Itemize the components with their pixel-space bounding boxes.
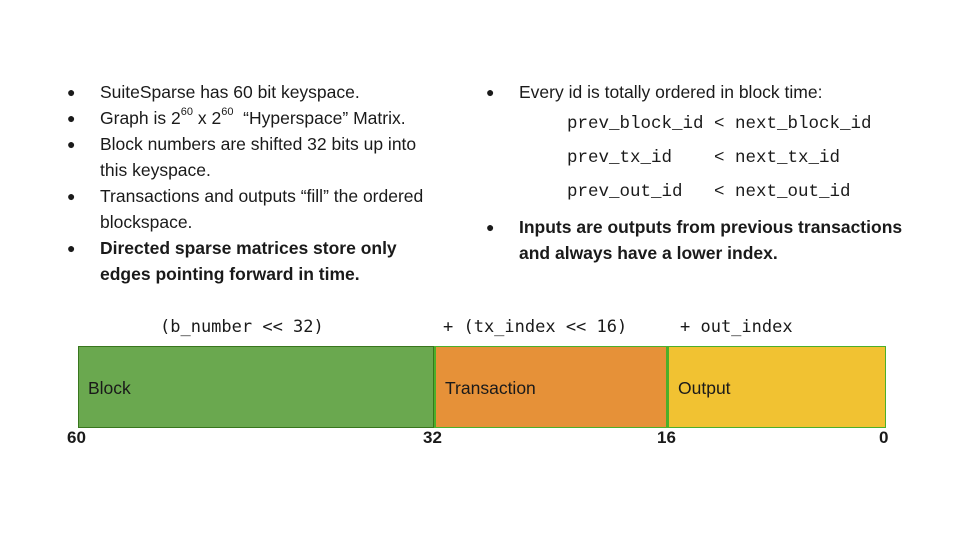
bullet-dot-icon: ●	[67, 188, 76, 204]
bullet-dot-icon: ●	[486, 84, 495, 100]
formula-out-index: + out_index	[680, 317, 793, 337]
bit-label-60: 60	[67, 428, 86, 447]
formula-tx-shift: + (tx_index << 16)	[443, 317, 628, 337]
right-bullet-list: ●Every id is totally ordered in block ti…	[486, 79, 919, 105]
segment-transaction-label: Transaction	[445, 378, 536, 398]
right-bullet-list-2: ●Inputs are outputs from previous transa…	[486, 214, 919, 266]
bit-label-32: 32	[423, 428, 442, 447]
segment-transaction: Transaction	[434, 346, 667, 428]
left-bullet-3: ●Block numbers are shifted 32 bits up in…	[67, 131, 445, 183]
right-bullet-1: ●Every id is totally ordered in block ti…	[486, 79, 919, 105]
left-bullet-1: ●SuiteSparse has 60 bit keyspace.	[67, 79, 445, 105]
code-line-tx-order: prev_tx_id < next_tx_id	[567, 148, 841, 168]
bullet-dot-icon: ●	[67, 240, 76, 256]
bullet-dot-icon: ●	[67, 110, 76, 126]
segment-block-label: Block	[88, 378, 131, 398]
bullet-dot-icon: ●	[67, 136, 76, 152]
left-bullet-4: ●Transactions and outputs “fill” the ord…	[67, 183, 445, 235]
code-line-out-order: prev_out_id < next_out_id	[567, 182, 851, 202]
segment-output-label: Output	[678, 378, 731, 398]
code-line-block-order: prev_block_id < next_block_id	[567, 114, 872, 134]
right-bullet-2: ●Inputs are outputs from previous transa…	[486, 214, 919, 266]
left-bullet-2: ●Graph is 260 x 260 “Hyperspace” Matrix.	[67, 105, 445, 131]
bit-label-0: 0	[879, 428, 889, 447]
left-bullet-5: ●Directed sparse matrices store only edg…	[67, 235, 445, 287]
segment-output: Output	[667, 346, 886, 428]
left-bullet-list: ●SuiteSparse has 60 bit keyspace. ●Graph…	[67, 79, 445, 287]
bullet-dot-icon: ●	[486, 219, 495, 235]
formula-block-shift: (b_number << 32)	[160, 317, 324, 337]
bit-label-16: 16	[657, 428, 676, 447]
segment-block: Block	[78, 346, 434, 428]
bullet-dot-icon: ●	[67, 84, 76, 100]
